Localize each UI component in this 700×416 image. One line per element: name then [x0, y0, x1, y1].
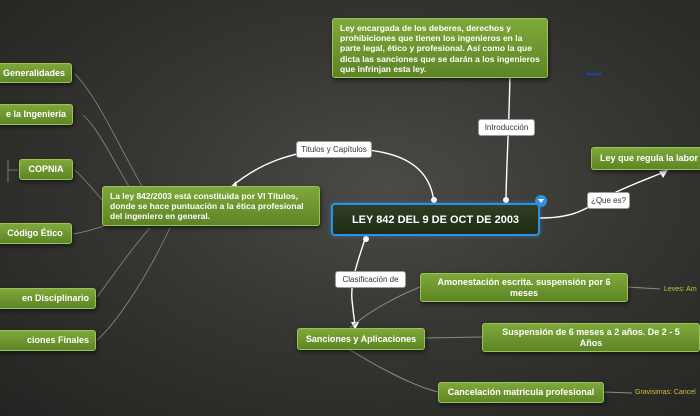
que-es-node[interactable]: Ley que regula la labor	[591, 147, 700, 170]
titulos-desc-node[interactable]: La ley 842/2003 está constituida por VI …	[102, 186, 320, 226]
label-introduccion[interactable]: Introducción	[478, 119, 535, 136]
label-que-es[interactable]: ¿Que es?	[587, 192, 630, 209]
sancion-item-amonestacion[interactable]: Amonestación escrita. suspensión por 6 m…	[420, 273, 628, 302]
sancion-item-suspension[interactable]: Suspensión de 6 meses a 2 años. De 2 - 5…	[482, 323, 700, 352]
note-gravisimas: Gravisimas: Cancel	[635, 389, 696, 396]
label-clasificacion[interactable]: Clasificación de	[335, 271, 406, 288]
titulo-item-disciplinario[interactable]: en Disciplinario	[0, 288, 96, 309]
note-leves: Leves: Am	[664, 286, 697, 293]
sanciones-node[interactable]: Sanciones y Aplicaciones	[297, 328, 425, 350]
titulo-item-codigo-etico[interactable]: Código Ético	[0, 223, 72, 244]
titulo-item-finales[interactable]: ciones Finales	[0, 330, 96, 351]
central-topic[interactable]: LEY 842 DEL 9 DE OCT DE 2003	[331, 203, 540, 236]
central-title: LEY 842 DEL 9 DE OCT DE 2003	[351, 213, 520, 226]
collapse-toggle-icon[interactable]	[535, 195, 547, 207]
intro-text: Ley encargada de los deberes, derechos y…	[340, 23, 540, 74]
label-titulos[interactable]: Titulos y Capítulos	[296, 141, 372, 158]
intro-node[interactable]: Ley encargada de los deberes, derechos y…	[332, 18, 548, 78]
titulo-item-copnia[interactable]: COPNIA	[19, 159, 73, 180]
titulo-item-ingenieria[interactable]: e la Ingeniería	[0, 104, 73, 125]
titulo-item-generalidades[interactable]: Generalidades	[0, 63, 72, 83]
sancion-item-cancelacion[interactable]: Cancelación matricula profesional	[438, 382, 604, 403]
